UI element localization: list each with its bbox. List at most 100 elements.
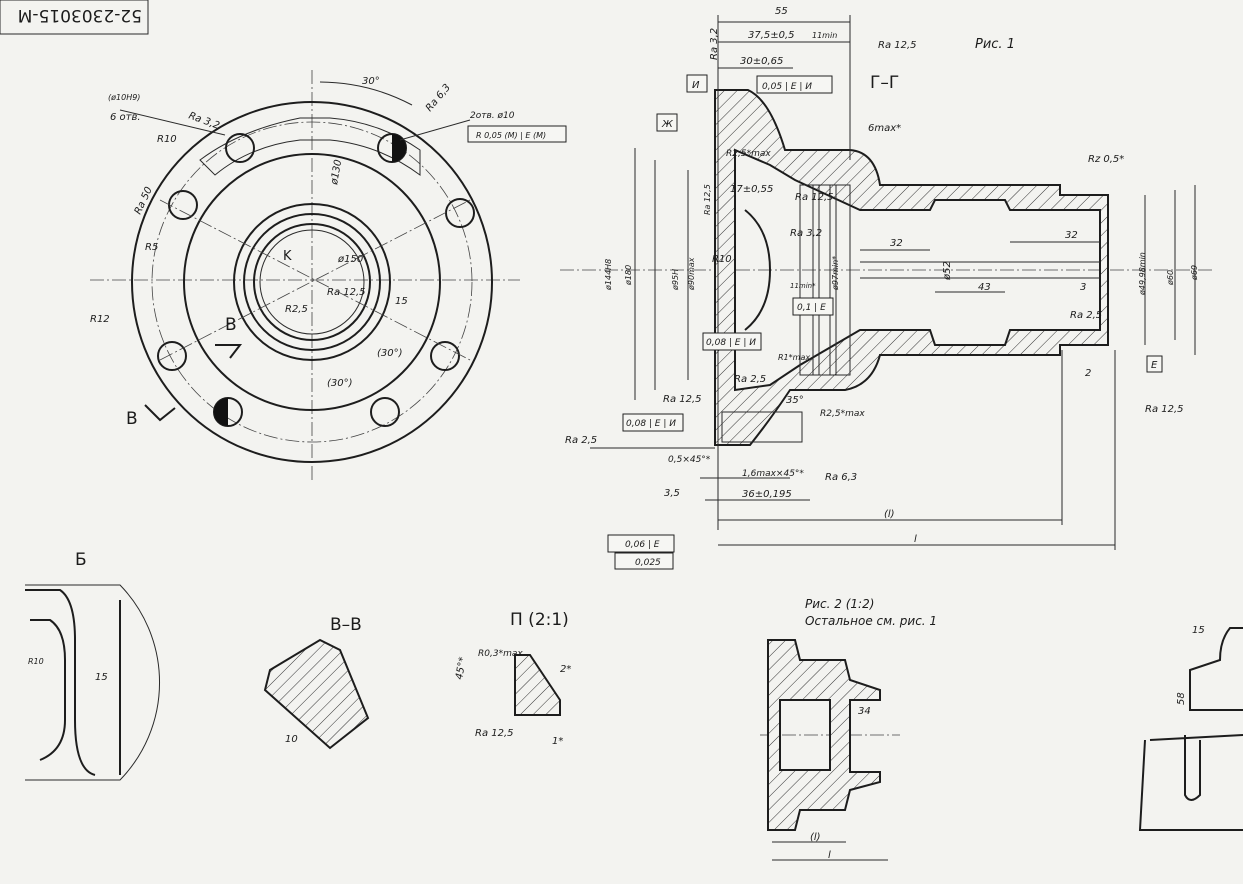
figure-2 — [760, 639, 900, 861]
label: R10 — [28, 657, 44, 666]
label: R5 — [145, 242, 158, 253]
label: (30°) — [327, 378, 353, 389]
label: 3 — [1080, 282, 1086, 293]
label: 3,5 — [664, 488, 680, 499]
label: ø60 — [1166, 270, 1175, 286]
label: ø144H8 — [604, 259, 613, 291]
label: Б — [75, 550, 87, 570]
label: 45°* — [454, 656, 469, 680]
label: 0,08 | Е | И — [626, 419, 676, 429]
label: 17±0,55 — [730, 184, 773, 195]
label: (ø10H9) — [108, 93, 140, 102]
label: 0,05 | Е | И — [762, 82, 812, 92]
label: 43 — [978, 282, 991, 293]
label: Ra 12,5 — [795, 192, 834, 203]
label: 15 — [1192, 625, 1205, 636]
label: Ra 2,5 — [1070, 310, 1102, 321]
label: 1,6max×45°* — [742, 469, 804, 479]
label: 55 — [775, 6, 788, 17]
label: 10 — [285, 734, 298, 745]
label: R2,5*max — [820, 409, 865, 419]
label: R2,5*max — [726, 149, 771, 159]
label: Ra 2,5 — [734, 374, 766, 385]
label: ø49,98min — [1138, 252, 1147, 296]
label: B–B — [330, 615, 362, 635]
label: 11min* — [790, 282, 816, 290]
label: ø90max — [687, 257, 696, 291]
label: ø180 — [624, 265, 633, 286]
section-view-main — [560, 15, 1215, 550]
label: 30±0,65 — [740, 56, 783, 67]
label: 6 отв. — [110, 112, 141, 123]
label: Ra 12,5 — [475, 728, 514, 739]
label: ø52 — [942, 261, 953, 281]
label: 37,5±0,5 — [748, 30, 795, 41]
label: l — [828, 850, 831, 861]
label: 0,5×45°* — [668, 455, 711, 465]
label: Ra 12,5 — [327, 287, 366, 298]
label: 0,1 | Е — [797, 303, 826, 313]
label: 30° — [362, 76, 380, 87]
label: 58 — [1176, 692, 1187, 705]
label: Ж — [661, 119, 674, 130]
detail-b — [25, 584, 161, 781]
label: Рис. 2 (1:2) — [805, 597, 874, 611]
label: R2,5 — [285, 304, 308, 315]
label: ø150 — [337, 254, 363, 265]
label: Е — [1151, 360, 1158, 371]
label: R 0,05 (M) | Е (M) — [476, 131, 546, 140]
label: 36±0,195 — [742, 489, 792, 500]
dimension-lines — [590, 15, 1196, 550]
label: ø69 — [1190, 265, 1199, 281]
label: 32 — [1065, 230, 1078, 241]
label: П (2:1) — [510, 610, 569, 630]
label: Г–Г — [870, 73, 899, 93]
label: R12 — [90, 314, 110, 325]
label: B — [225, 315, 237, 335]
label: (l) — [810, 832, 821, 843]
label: (30°) — [377, 348, 403, 359]
label: ø130 — [329, 159, 344, 187]
label: 2отв. ø10 — [470, 111, 515, 121]
label: (l) — [884, 509, 895, 520]
label: Ra 12,5 — [1145, 404, 1184, 415]
label: R10 — [712, 254, 732, 265]
label: Рис. 1 — [975, 37, 1015, 52]
label: Ra 12,5 — [663, 394, 702, 405]
label: ø95H — [671, 269, 680, 291]
label: Ra 3,2 — [790, 228, 822, 239]
section-b-b — [263, 638, 370, 750]
label: R1*max — [778, 353, 810, 362]
label: 15 — [95, 672, 108, 683]
label: B — [126, 409, 138, 429]
label: 0,08 | Е | И — [706, 338, 756, 348]
label: R10 — [157, 134, 177, 145]
dimension-labels: Рис. 1 55 37,5±0,5 11min 30±0,65 Ra 3,2 … — [28, 6, 1205, 861]
label: 0,025 — [635, 558, 661, 568]
label: K — [283, 249, 292, 264]
label: Rz 0,5* — [1088, 154, 1124, 165]
label: l — [914, 534, 917, 545]
detail-p — [514, 654, 561, 716]
label: Ra 2,5 — [565, 435, 597, 446]
label: 32 — [890, 238, 903, 249]
label: R0,3*max — [478, 649, 523, 659]
label: Ra 3,2 — [187, 110, 221, 131]
label: И — [692, 80, 700, 91]
label: 35° — [786, 395, 804, 406]
bolt-holes — [157, 133, 475, 427]
label: Ra 6,3 — [825, 472, 857, 483]
label: 2* — [560, 664, 571, 675]
label: 34 — [858, 706, 871, 717]
label: Остальное см. рис. 1 — [805, 614, 937, 628]
drawing-number-box: 52-2303015-М — [0, 0, 149, 35]
label: 0,06 | Е — [625, 540, 660, 550]
flange-front-view — [90, 70, 520, 480]
label: ø97min* — [831, 256, 840, 291]
label: Ra 3,2 — [709, 28, 720, 60]
label: 6max* — [868, 123, 901, 134]
label: 2 — [1085, 368, 1091, 379]
label: 1* — [552, 736, 563, 747]
label: 11min — [812, 31, 837, 40]
